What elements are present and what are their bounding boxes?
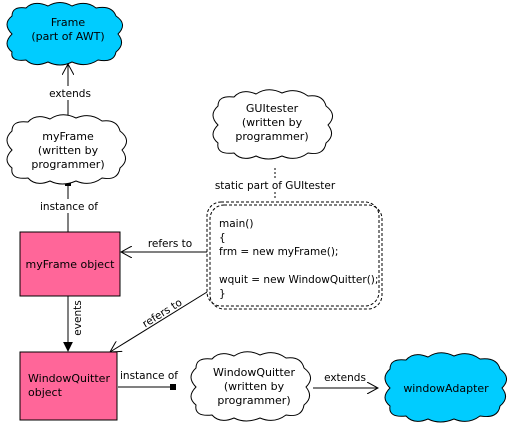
node-windowadapter: windowAdapter [384,352,507,423]
node-myframe-class: myFrame (written by programmer) [6,114,127,185]
label-refers-to-2: refers to [140,297,184,331]
cloud-shape [6,2,123,66]
frame-line-1: Frame [51,16,86,29]
label-refers-to-1: refers to [148,238,192,250]
windowquitter-class-line-1: WindowQuitter [213,366,295,379]
object-box [19,231,121,297]
cloud-shape [190,351,311,422]
myframe-class-line-1: myFrame [42,130,94,143]
myframe-class-line-3: programmer) [31,158,104,171]
label-extends-bottom: extends [324,372,366,384]
label-instance-of-top: instance of [40,201,98,213]
windowadapter-label: windowAdapter [403,382,489,395]
node-windowquitter-class: WindowQuitter (written by programmer) [190,351,311,422]
code-line: frm = new myFrame(); [219,246,338,258]
label-events: events [72,300,84,335]
label-bg [30,199,108,213]
guitester-line-3: programmer) [235,130,308,143]
node-frame: Frame (part of AWT) [6,2,123,66]
windowquitter-class-line-2: (written by [224,380,285,393]
guitester-line-2: (written by [242,116,303,129]
windowquitter-object-line-2: object [28,386,63,399]
code-line: main() [219,218,253,230]
edge-refers-to-windowquitter [110,283,221,352]
code-line: wquit = new WindowQuitter(); [219,274,378,286]
node-myframe-object: myFrame object [19,231,121,297]
windowquitter-class-line-3: programmer) [217,394,290,407]
cloud-shape [384,352,507,423]
frame-line-2: (part of AWT) [31,30,104,43]
myframe-class-line-2: (written by [38,144,99,157]
windowquitter-object-line-1: WindowQuitter [28,372,110,385]
static-code-box: main() { frm = new myFrame(); wquit = ne… [206,201,383,310]
myframe-object-label: myFrame object [26,258,116,271]
node-windowquitter-object: WindowQuitter object [19,351,118,421]
label-instance-of-bottom: instance of [120,370,178,382]
edge-instance-of-windowquitter [118,384,176,390]
code-box-shadow [209,204,383,310]
object-box [19,351,118,421]
label-static-part: static part of GUItester [215,180,336,192]
label-extends-top: extends [49,88,91,100]
node-guitester: GUItester (written by programmer) [212,89,333,160]
guitester-line-1: GUItester [246,102,299,115]
cloud-shape [6,114,127,185]
code-line: { [219,232,226,244]
label-bg [208,178,342,192]
code-line: } [219,288,226,300]
composition-square [170,384,176,390]
code-box-outline [206,201,380,307]
cloud-shape [212,89,333,160]
label-bg [44,86,96,100]
